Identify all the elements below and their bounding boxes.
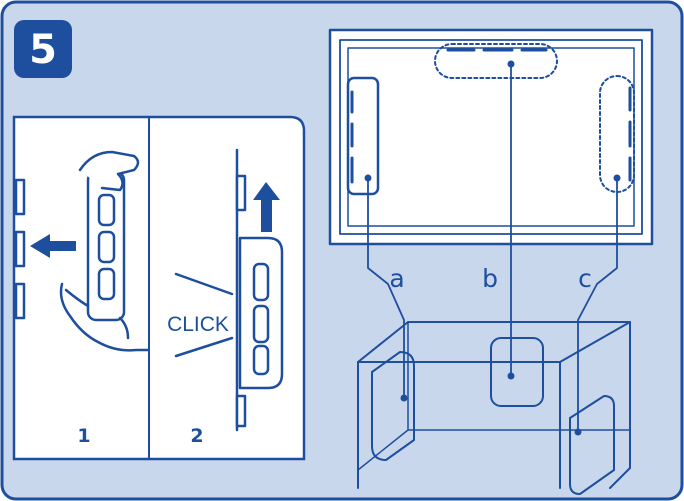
- insert-slot: [97, 267, 116, 301]
- box-top-right-edge: [559, 321, 631, 363]
- hand-palm-outline: [59, 282, 150, 352]
- leader-line-c: [577, 177, 618, 433]
- sub-step-1-illustration: 1: [14, 150, 150, 447]
- insert-slot: [97, 193, 116, 227]
- step-badge: 5: [14, 20, 72, 78]
- holder-location-a: [346, 76, 380, 196]
- hand-thumb: [64, 288, 90, 308]
- location-label-c: c: [578, 264, 592, 293]
- click-burst-line: [174, 336, 234, 358]
- box-holder-c: [569, 395, 615, 495]
- click-burst-line: [174, 272, 234, 296]
- wall-slot: [14, 178, 26, 216]
- box-dot-a: [400, 394, 408, 402]
- door-panel: [328, 28, 654, 246]
- wall-slot: [235, 174, 247, 212]
- insert-slot: [252, 344, 270, 376]
- procedure-panel-bg: [12, 115, 306, 461]
- door-diagram: [328, 28, 654, 495]
- holder-location-b: [434, 43, 558, 79]
- arrow-left-icon: [30, 234, 76, 258]
- step-badge-box: [14, 20, 72, 78]
- box-holder-b: [490, 337, 544, 407]
- insert-slot: [97, 230, 116, 264]
- wall-slot: [14, 282, 26, 320]
- sub-step-2-label: 2: [190, 425, 203, 447]
- sub-step-2-illustration: CLICK 2: [167, 148, 284, 447]
- click-text: CLICK: [167, 313, 229, 336]
- insert-slot: [252, 262, 270, 302]
- box-holder-a: [371, 351, 415, 461]
- attach-procedure-panel: 1 CLICK 2: [12, 115, 306, 461]
- hand-upper-fingers: [78, 150, 140, 192]
- hand-finger-line: [118, 316, 130, 340]
- arrow-up-icon: [253, 182, 280, 232]
- wall-slot: [235, 394, 247, 428]
- box-dot-b: [507, 372, 515, 380]
- wall-slot: [14, 230, 26, 268]
- door-inner-frame: [339, 39, 643, 235]
- insert-slot: [252, 304, 270, 344]
- storage-box: [357, 321, 631, 495]
- leader-line-a: [367, 177, 405, 399]
- sub-step-1-label: 1: [77, 425, 90, 447]
- location-label-b: b: [482, 264, 498, 293]
- step-number: 5: [29, 27, 57, 73]
- box-dot-c: [574, 428, 582, 436]
- location-label-a: a: [389, 264, 404, 293]
